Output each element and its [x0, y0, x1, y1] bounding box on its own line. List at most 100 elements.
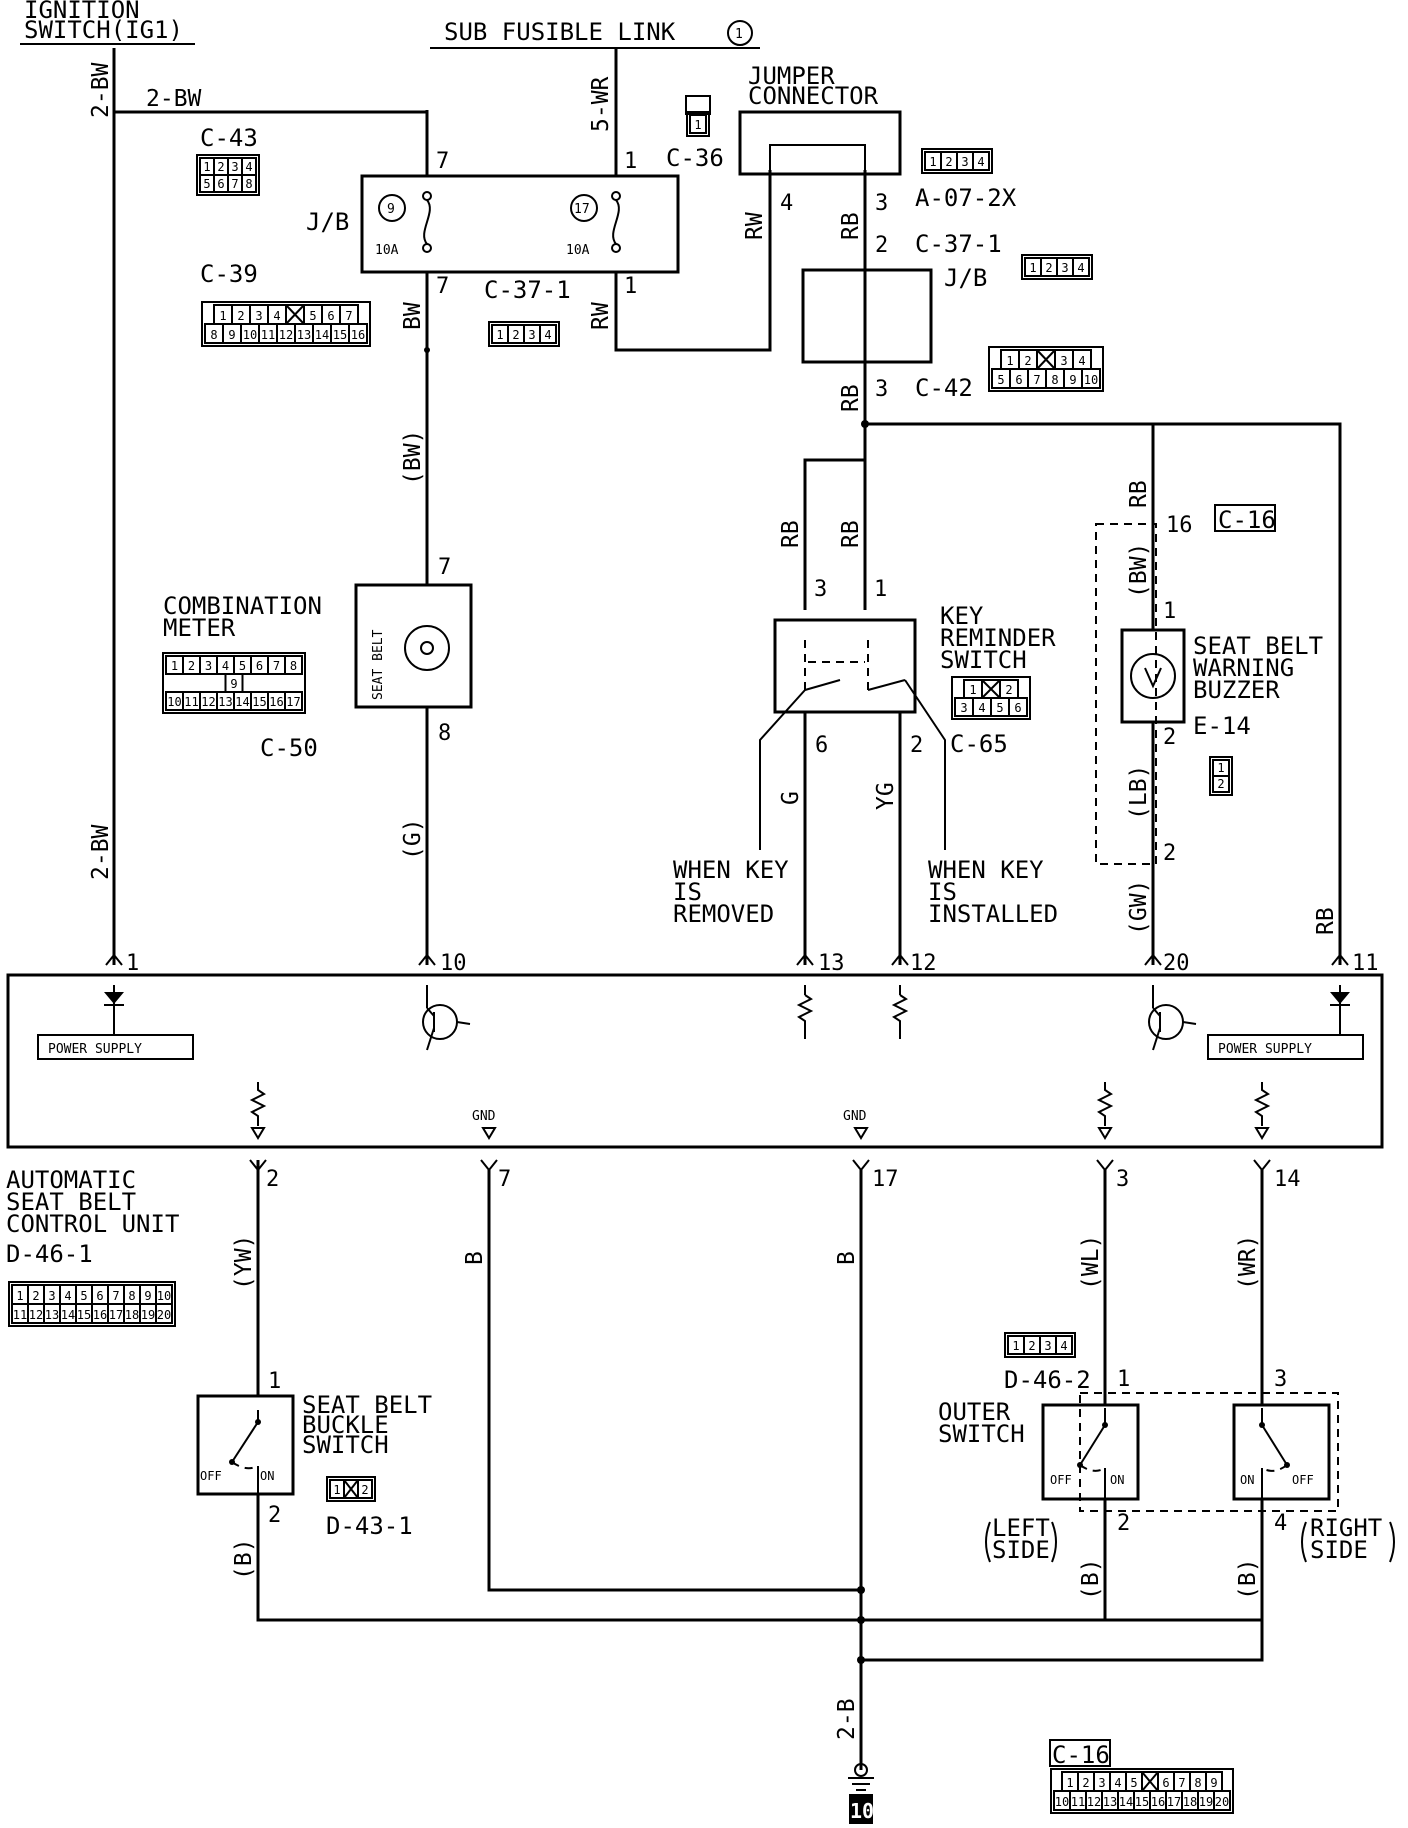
svg-text:SWITCH: SWITCH [938, 1420, 1025, 1448]
svg-text:(WL): (WL) [1078, 1235, 1104, 1290]
svg-text:8: 8 [438, 721, 451, 746]
connector-pin-label: 8 [210, 328, 217, 342]
connector-pin-label: 6 [1014, 701, 1021, 715]
connector-pin-label: 11 [1071, 1795, 1085, 1809]
connector-pin-label: 6 [1162, 1776, 1169, 1790]
connector-c42-label: C-42 [915, 374, 973, 402]
svg-text:10: 10 [440, 951, 467, 976]
svg-text:(YW): (YW) [231, 1235, 257, 1290]
svg-text:C-16: C-16 [1218, 506, 1276, 534]
svg-text:17: 17 [872, 1167, 899, 1192]
connector-pin-label: 4 [1078, 354, 1085, 368]
svg-text:1: 1 [624, 149, 637, 174]
connector-pin-label: 17 [286, 695, 300, 709]
connector-pin-label: 2 [361, 1483, 368, 1497]
svg-text:C-16: C-16 [1052, 1741, 1110, 1769]
connector-pin-label: 8 [245, 177, 252, 191]
connector-pin-label: 6 [256, 659, 263, 673]
connector-pin-label: 7 [1178, 1776, 1185, 1790]
svg-text:BUZZER: BUZZER [1193, 676, 1280, 704]
connector-pin-label: 16 [93, 1308, 107, 1322]
connector-pin-label: 2 [1024, 354, 1031, 368]
connector-pin-label: 1 [16, 1289, 23, 1303]
key-reminder-switch-label: KEY [940, 602, 984, 630]
svg-text:ON: ON [260, 1469, 274, 1483]
combination-meter-box [354, 583, 473, 709]
connector-pin-label: 2 [512, 328, 519, 342]
connector-pin-label: 3 [205, 659, 212, 673]
svg-text:SEAT BELT: SEAT BELT [6, 1188, 136, 1216]
connector-pin-label: 12 [201, 695, 215, 709]
connector-pin-label: 1 [171, 659, 178, 673]
connector-pin-label: 2 [945, 155, 952, 169]
jumper-connector-box [738, 110, 902, 176]
svg-text:REMINDER: REMINDER [940, 624, 1056, 652]
svg-text:14: 14 [1274, 1167, 1301, 1192]
svg-text:IS: IS [928, 878, 957, 906]
connector-pin-label: 13 [1103, 1795, 1117, 1809]
wire-label-2bw-lower: 2-BW [88, 824, 114, 880]
connector-pin-label: 4 [544, 328, 551, 342]
svg-text:IS: IS [673, 878, 702, 906]
connector-pin-label: 2 [1028, 1339, 1035, 1353]
right-side-label: RIGHT SIDE [1301, 1514, 1395, 1564]
svg-text:METER: METER [163, 614, 236, 642]
svg-text:1: 1 [624, 274, 637, 299]
connector-pin-label: 16 [269, 695, 283, 709]
connector-pin-label: 3 [1060, 354, 1067, 368]
connector-c65-label: C-65 [950, 730, 1008, 758]
svg-text:RIGHT: RIGHT [1310, 1514, 1382, 1542]
connector-pin-label: 13 [297, 328, 311, 342]
connector-pin-label: 15 [77, 1308, 91, 1322]
connector-pin-label: 17 [1167, 1795, 1181, 1809]
sub-fusible-link-label: SUB FUSIBLE LINK 1 [430, 18, 760, 49]
svg-text:CONNECTOR: CONNECTOR [748, 82, 879, 110]
svg-text:11: 11 [1352, 951, 1379, 976]
svg-text:IGNITION: IGNITION [24, 0, 140, 24]
svg-text:1: 1 [874, 577, 887, 602]
connector-pin-label: 6 [217, 177, 224, 191]
seat-belt-lamp-icon [404, 625, 450, 671]
connector-pin-label: 7 [273, 659, 280, 673]
gnd-left: GND [472, 1109, 497, 1140]
transistor-buzzer-icon [1148, 985, 1197, 1051]
svg-text:SIDE: SIDE [1310, 1536, 1368, 1564]
connector-pin-label: 1 [219, 309, 226, 323]
connector-c39-label: C-39 [200, 260, 258, 288]
junction-block-2 [801, 268, 933, 364]
svg-text:2: 2 [266, 1167, 279, 1192]
connector-pin-label: 2 [1082, 1776, 1089, 1790]
connector-c37-1-label: C-37-1 [484, 276, 571, 304]
connector-pin-label: 14 [315, 328, 329, 342]
buzzer-icon [1130, 653, 1176, 699]
wire-label-2bw-branch: 2-BW [146, 86, 202, 112]
svg-text:POWER SUPPLY: POWER SUPPLY [48, 1042, 142, 1057]
svg-text:RW: RW [742, 212, 768, 240]
control-unit-bottom-pins: 2 7 17 3 14 [249, 1159, 1301, 1192]
connector-e14-label: E-14 [1193, 712, 1251, 740]
key-reminder-switch-box [773, 618, 917, 714]
connector-pin-label: 16 [351, 328, 365, 342]
svg-text:3: 3 [1274, 1367, 1287, 1392]
connector-pin-label: 1 [203, 160, 210, 174]
connector-pin-label: 7 [345, 309, 352, 323]
svg-text:ON: ON [1240, 1473, 1254, 1487]
svg-text:SWITCH: SWITCH [940, 646, 1027, 674]
svg-text:13: 13 [818, 951, 845, 976]
connector-pin-label: 4 [245, 160, 252, 174]
connector-pin-label: 15 [252, 695, 266, 709]
connector-pin-label: 10 [157, 1289, 171, 1303]
connector-c16-top-icon: C-16 [1214, 504, 1276, 534]
connector-pin-label: 3 [1061, 261, 1068, 275]
connector-pin-label: 8 [1194, 1776, 1201, 1790]
connector-pin-label: 1 [969, 683, 976, 697]
connector-pin-label: 8 [1051, 373, 1058, 387]
svg-text:REMOVED: REMOVED [673, 900, 774, 928]
connector-pin-label: 20 [1215, 1795, 1229, 1809]
connector-pin-label: 18 [125, 1308, 139, 1322]
connector-d46-1-label: D-46-1 [6, 1240, 93, 1268]
